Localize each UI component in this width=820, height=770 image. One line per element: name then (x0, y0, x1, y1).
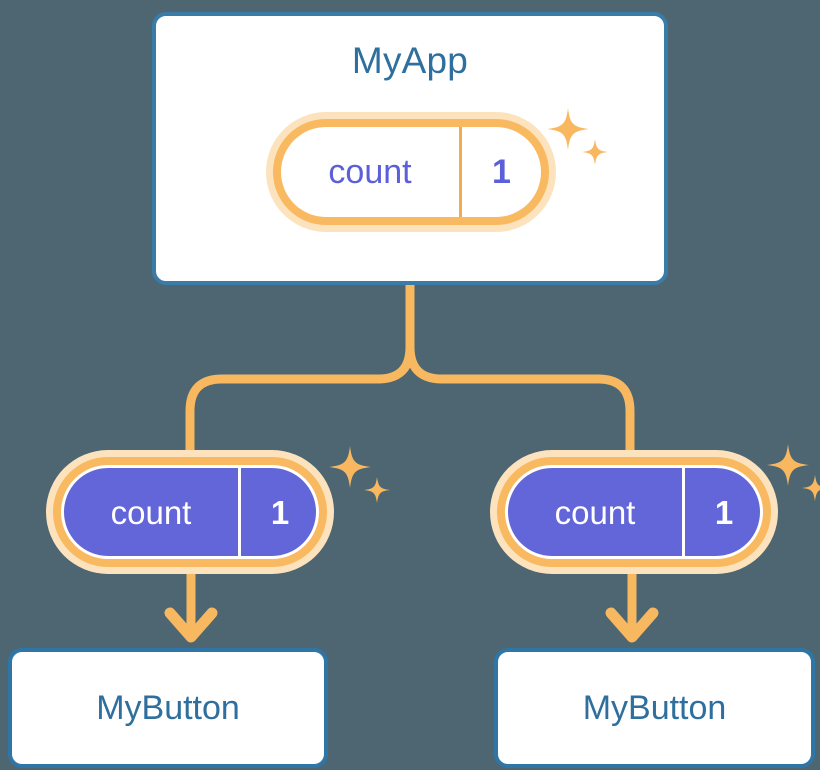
state-value: 1 (492, 153, 511, 191)
state-value: 1 (270, 493, 290, 531)
connector-parent-to-right (405, 281, 635, 457)
pill-divider (238, 468, 241, 556)
state-pill-left-child[interactable]: count 1 (46, 450, 334, 574)
state-key: count (554, 493, 636, 531)
page-title: MyApp (351, 40, 469, 81)
pill-face: count 1 (61, 465, 319, 559)
arrow-right-pill-to-button (605, 567, 659, 643)
pill-face: count 1 (281, 127, 541, 217)
state-key: count (328, 153, 412, 191)
mybutton-label: MyButton (96, 689, 240, 727)
pill-divider (459, 127, 462, 217)
state-pill-myapp[interactable]: count 1 (266, 112, 556, 232)
pill-divider (682, 468, 685, 556)
mybutton-card-left[interactable]: MyButton (8, 648, 328, 768)
pill-face: count 1 (505, 465, 763, 559)
state-pill-right-child[interactable]: count 1 (490, 450, 778, 574)
connector-parent-to-left (185, 281, 415, 457)
state-key: count (110, 493, 192, 531)
mybutton-label: MyButton (582, 689, 727, 727)
mybutton-card-right[interactable]: MyButton (494, 648, 815, 768)
state-value: 1 (714, 493, 734, 531)
arrow-left-pill-to-button (164, 567, 218, 643)
